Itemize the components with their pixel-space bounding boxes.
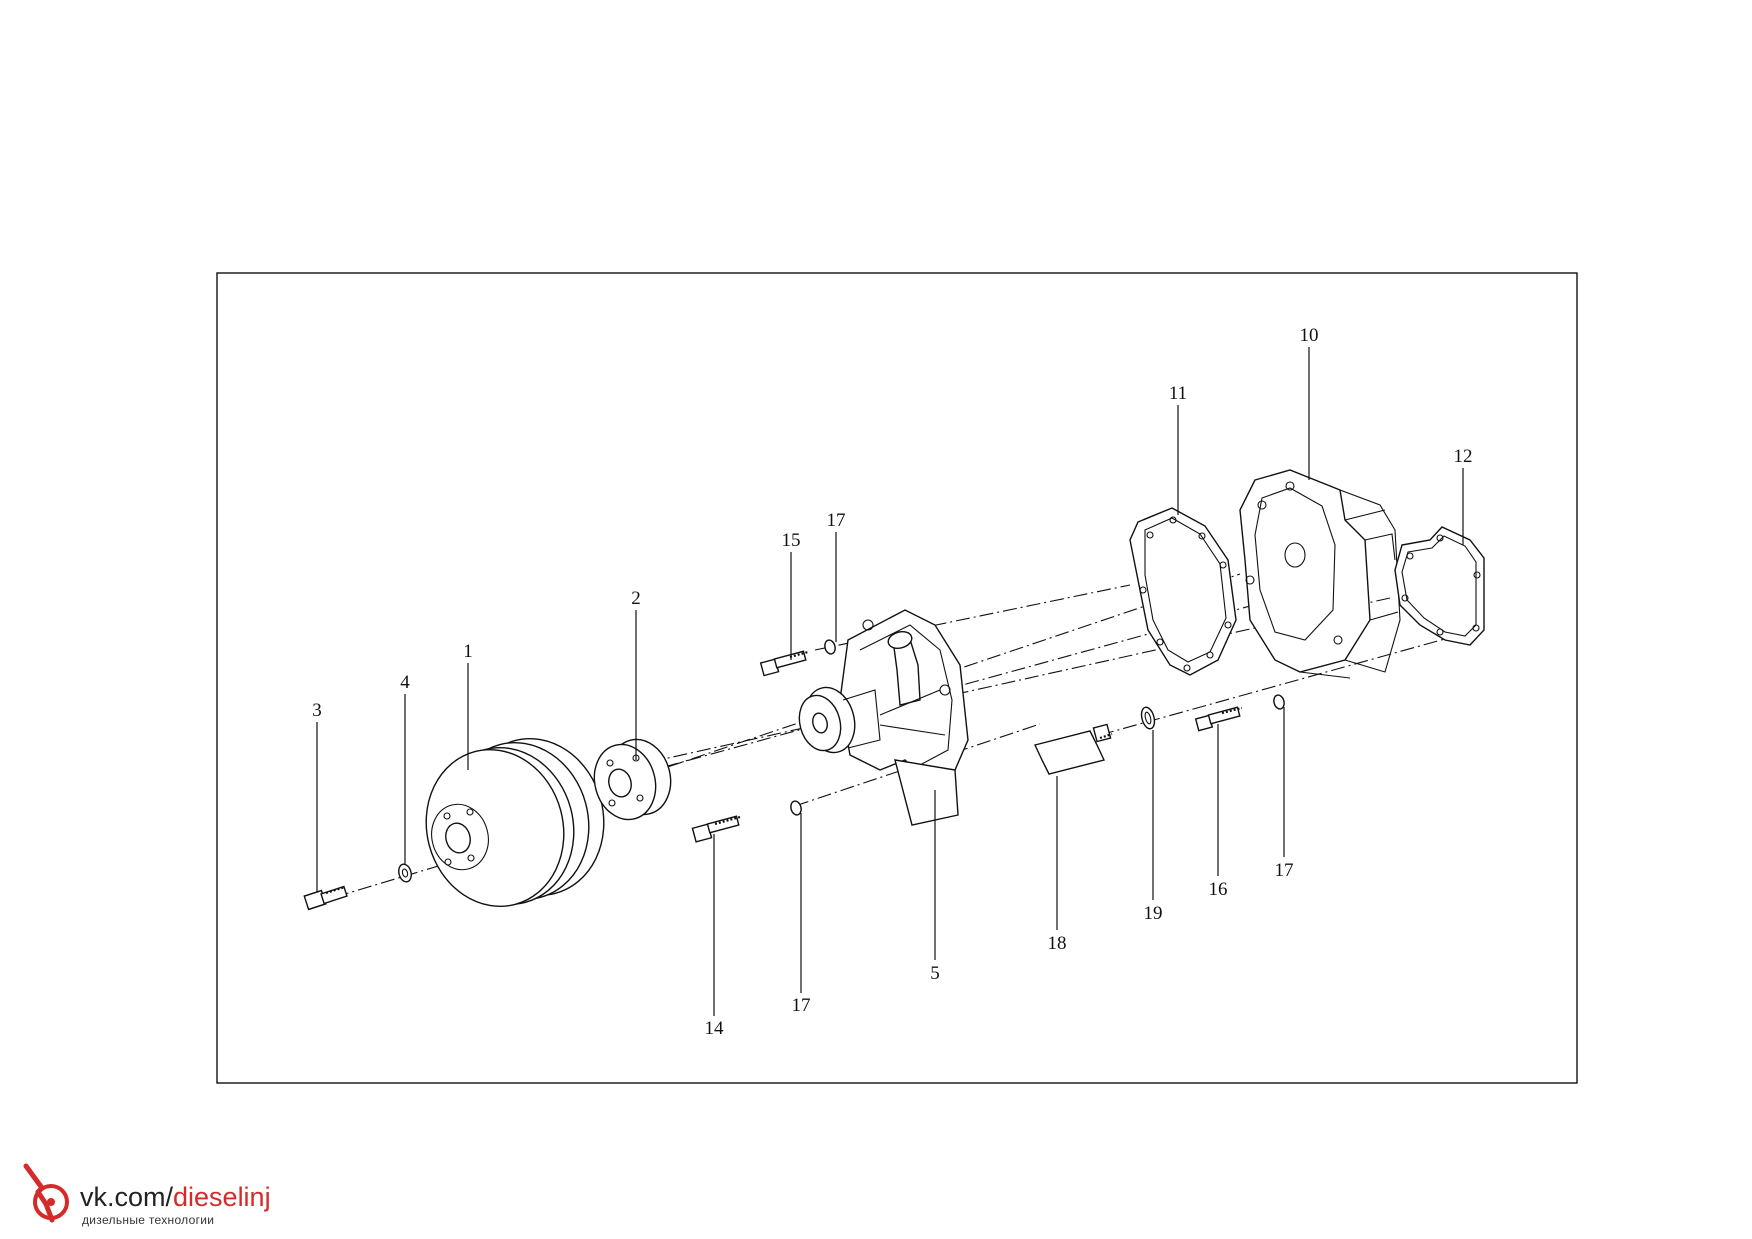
housing-gasket — [1129, 507, 1237, 676]
callout-17-bottom: 17 — [792, 995, 811, 1016]
callout-12: 12 — [1454, 446, 1473, 467]
washer-4 — [398, 863, 412, 883]
callout-5: 5 — [930, 963, 940, 984]
callout-4: 4 — [400, 672, 410, 693]
callout-18: 18 — [1048, 933, 1067, 954]
callout-10: 10 — [1300, 325, 1319, 346]
fitting-18 — [1034, 723, 1113, 775]
water-pump-body — [798, 609, 969, 826]
callout-14: 14 — [705, 1018, 725, 1039]
bolt-16 — [1194, 706, 1243, 732]
watermark-url-accent: dieselinj — [173, 1182, 271, 1212]
watermark-url-prefix: vk.com/ — [80, 1182, 174, 1212]
fuel-injector-icon — [23, 1163, 69, 1223]
callout-2: 2 — [631, 588, 641, 609]
diagram-frame — [216, 272, 1578, 1084]
pump-housing — [1239, 469, 1401, 679]
callout-17-top: 17 — [827, 510, 846, 531]
pulley — [425, 737, 605, 908]
callout-1: 1 — [463, 641, 473, 662]
watermark-url[interactable]: vk.com/dieselinj — [80, 1182, 271, 1213]
washer-17 — [790, 639, 1285, 816]
bolt-15 — [759, 650, 809, 677]
bolt-3 — [303, 885, 348, 911]
callout-labels: 1 2 3 4 5 10 11 12 14 15 16 17 17 17 18 … — [312, 325, 1472, 1039]
callout-17-right: 17 — [1275, 860, 1294, 881]
leader-lines — [316, 347, 1464, 1016]
cover-gasket — [1394, 526, 1485, 646]
sealing-ring-19 — [1140, 706, 1156, 730]
callout-19: 19 — [1144, 903, 1163, 924]
watermark-subtitle: дизельные технологии — [82, 1213, 215, 1227]
callout-16: 16 — [1209, 879, 1228, 900]
pulley-hub — [593, 738, 672, 821]
bolt-14 — [691, 815, 741, 843]
watermark-logo — [23, 1163, 69, 1223]
callout-15: 15 — [782, 530, 801, 551]
callout-3: 3 — [312, 700, 322, 721]
callout-11: 11 — [1169, 383, 1187, 404]
